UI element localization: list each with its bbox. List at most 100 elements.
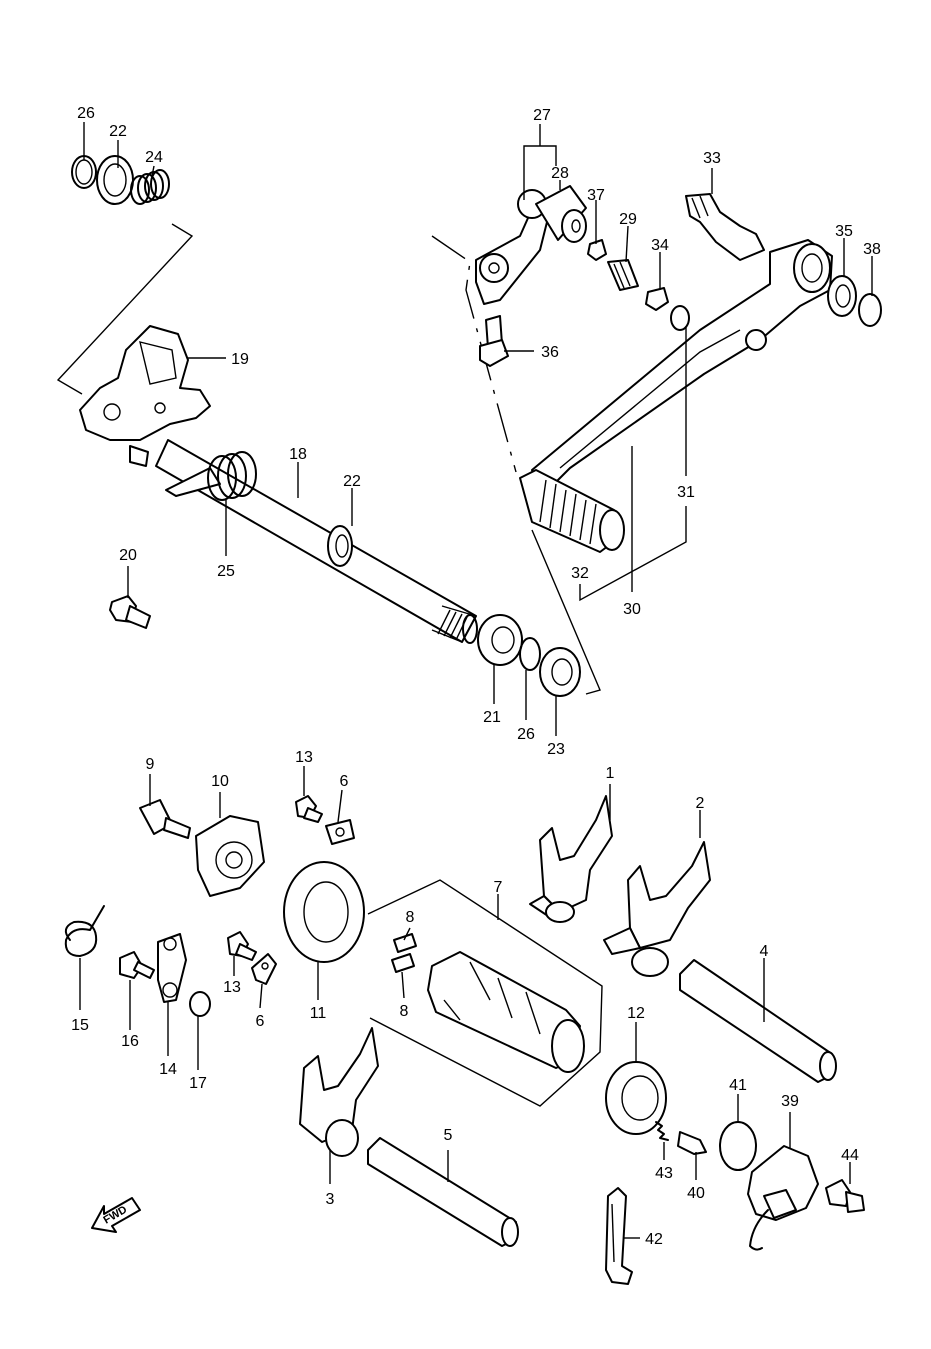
part-14-stopper-arm <box>157 933 187 1003</box>
part-32-footpeg-rubber <box>519 469 625 553</box>
part-26-circlip-top <box>71 155 97 189</box>
part-40-pin <box>677 1131 707 1155</box>
part-23-oil-seal <box>539 647 581 697</box>
callout-19: 19 <box>231 351 249 368</box>
part-42-clamp <box>605 1187 633 1285</box>
callout-40: 40 <box>687 1185 705 1202</box>
part-9-pin <box>139 799 191 839</box>
callout-1: 1 <box>606 765 615 782</box>
part-39-gear-position-switch <box>747 1145 819 1251</box>
callout-30: 30 <box>623 601 641 618</box>
callout-38: 38 <box>863 241 881 258</box>
part-22-washer-top <box>96 155 134 205</box>
callout-23: 23 <box>547 741 565 758</box>
part-41-o-ring <box>719 1121 757 1171</box>
callout-13-bottom: 13 <box>223 979 241 996</box>
part-7-gearshift-drum-frame <box>367 879 603 1107</box>
part-13-screw-bottom <box>227 931 257 961</box>
callout-9: 9 <box>146 756 155 773</box>
callout-36: 36 <box>541 344 559 361</box>
callout-13-top: 13 <box>295 749 313 766</box>
part-6-stopper-top <box>325 819 355 845</box>
callout-22-top: 22 <box>109 123 127 140</box>
part-38-circlip <box>858 293 882 327</box>
callout-6-bottom: 6 <box>256 1013 265 1030</box>
callout-3: 3 <box>326 1191 335 1208</box>
part-6-stopper-bottom <box>251 953 277 985</box>
part-25-return-spring <box>207 451 257 501</box>
part-33-pivot-bolt <box>685 193 765 261</box>
part-34-nut <box>645 287 669 311</box>
part-16-bolt <box>119 951 155 979</box>
part-8-pin-bottom <box>391 953 415 973</box>
callout-4: 4 <box>760 943 769 960</box>
callout-8-top: 8 <box>406 909 415 926</box>
part-13-screw-top <box>295 795 323 823</box>
callout-5: 5 <box>444 1127 453 1144</box>
callout-22-mid: 22 <box>343 473 361 490</box>
callout-21: 21 <box>483 709 501 726</box>
callout-2: 2 <box>696 795 705 812</box>
part-21-washer <box>477 614 523 666</box>
callout-18: 18 <box>289 446 307 463</box>
part-19-shift-arm-plate <box>79 325 211 441</box>
part-29-adjust-rod <box>607 259 639 291</box>
part-7-gearshift-drum <box>427 951 585 1073</box>
part-11-bearing <box>283 861 365 963</box>
part-22-washer-mid <box>327 525 353 567</box>
part-15-torsion-spring <box>64 905 105 957</box>
callout-17: 17 <box>189 1075 207 1092</box>
assembly-bracket-left <box>56 223 194 395</box>
callout-11: 11 <box>310 1005 327 1022</box>
part-20-bolt <box>109 595 151 629</box>
part-4-fork-shaft <box>679 959 837 1083</box>
callout-labels: 26 22 24 19 18 22 25 20 21 26 23 27 28 3… <box>71 105 881 1248</box>
part-28-rod-end <box>535 185 587 243</box>
callout-37: 37 <box>587 187 605 204</box>
callout-14: 14 <box>159 1061 177 1078</box>
part-17-washer <box>189 991 211 1017</box>
callout-27: 27 <box>533 107 551 124</box>
callout-31: 31 <box>677 484 695 501</box>
part-44-bolt <box>825 1179 865 1213</box>
part-10-drum-cam <box>195 815 265 897</box>
callout-43: 43 <box>655 1165 673 1182</box>
part-35-washer <box>827 275 857 317</box>
callout-10: 10 <box>211 773 229 790</box>
callout-26-top: 26 <box>77 105 95 122</box>
forward-arrow-icon: FWD <box>91 1197 141 1233</box>
part-24-spring <box>130 169 170 205</box>
callout-44: 44 <box>841 1147 859 1164</box>
callout-7: 7 <box>494 879 503 896</box>
callout-34: 34 <box>651 237 669 254</box>
part-27-shift-link-arm <box>475 189 551 305</box>
callout-41: 41 <box>729 1077 747 1094</box>
callout-32: 32 <box>571 565 589 582</box>
callout-12: 12 <box>627 1005 645 1022</box>
part-18-shift-shaft <box>129 439 478 644</box>
callout-42: 42 <box>645 1231 663 1248</box>
part-5-fork-shaft <box>367 1137 519 1247</box>
part-26-circlip-bottom <box>519 637 541 671</box>
part-43-spring <box>655 1121 669 1141</box>
assembly-dashline <box>431 235 517 473</box>
part-1-shift-fork <box>529 795 613 923</box>
callout-39: 39 <box>781 1093 799 1110</box>
callout-26-bottom: 26 <box>517 726 535 743</box>
part-36-bolt <box>479 315 509 367</box>
callout-20: 20 <box>119 547 137 564</box>
part-2-shift-fork <box>603 841 711 977</box>
part-30-shift-lever <box>531 239 833 499</box>
callout-33: 33 <box>703 150 721 167</box>
callout-6-top: 6 <box>340 773 349 790</box>
part-3-shift-fork <box>299 1027 379 1157</box>
callout-24: 24 <box>145 149 163 166</box>
callout-25: 25 <box>217 563 235 580</box>
leader-lines <box>79 122 873 1239</box>
callout-35: 35 <box>835 223 853 240</box>
callout-28: 28 <box>551 165 569 182</box>
callout-29: 29 <box>619 211 637 228</box>
part-37-nut <box>587 239 607 261</box>
assembly-bracket-shaft <box>531 529 601 695</box>
